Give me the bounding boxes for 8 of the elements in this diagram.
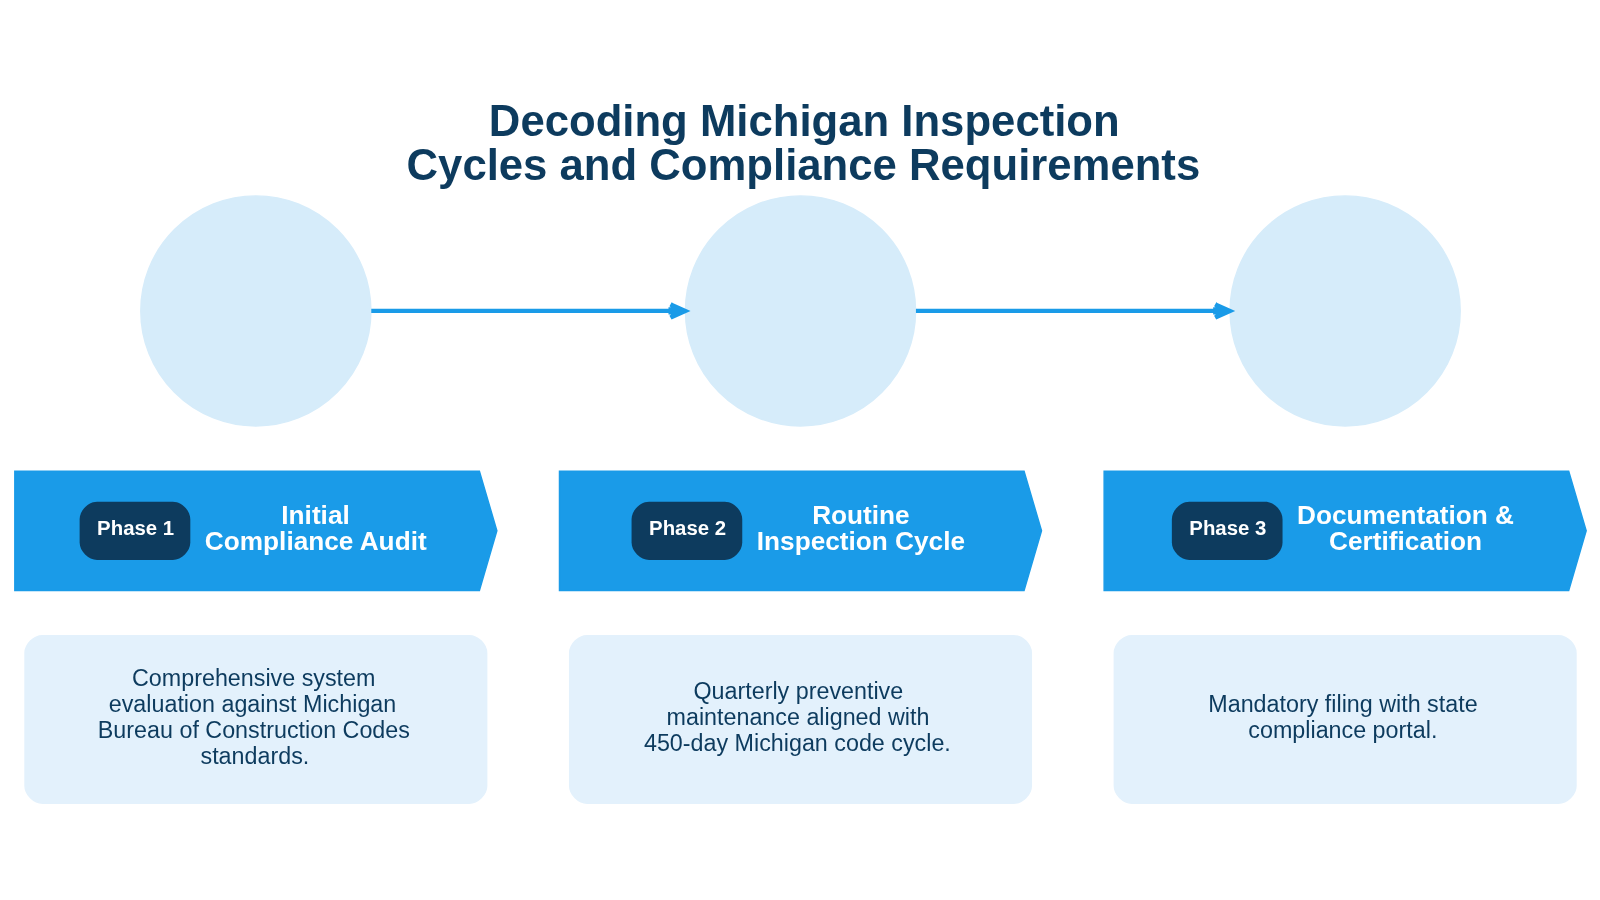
node-box: Quarterly preventive maintenance aligned with 450-day Michigan code cycle. xyxy=(568,634,1032,804)
node-circle xyxy=(139,195,372,427)
arrow xyxy=(915,302,1232,320)
node-box: Mandatory filing with state compliance portal. xyxy=(1113,634,1577,804)
node-circle xyxy=(1228,195,1461,427)
node-circle xyxy=(684,195,916,427)
node-box: Comprehensive system evaluation against Michigan Bureau of Construction Codes standards. xyxy=(23,634,487,804)
diagram-title: Decoding Michigan Inspection Cycles and Compliance Requirements xyxy=(406,96,1200,189)
